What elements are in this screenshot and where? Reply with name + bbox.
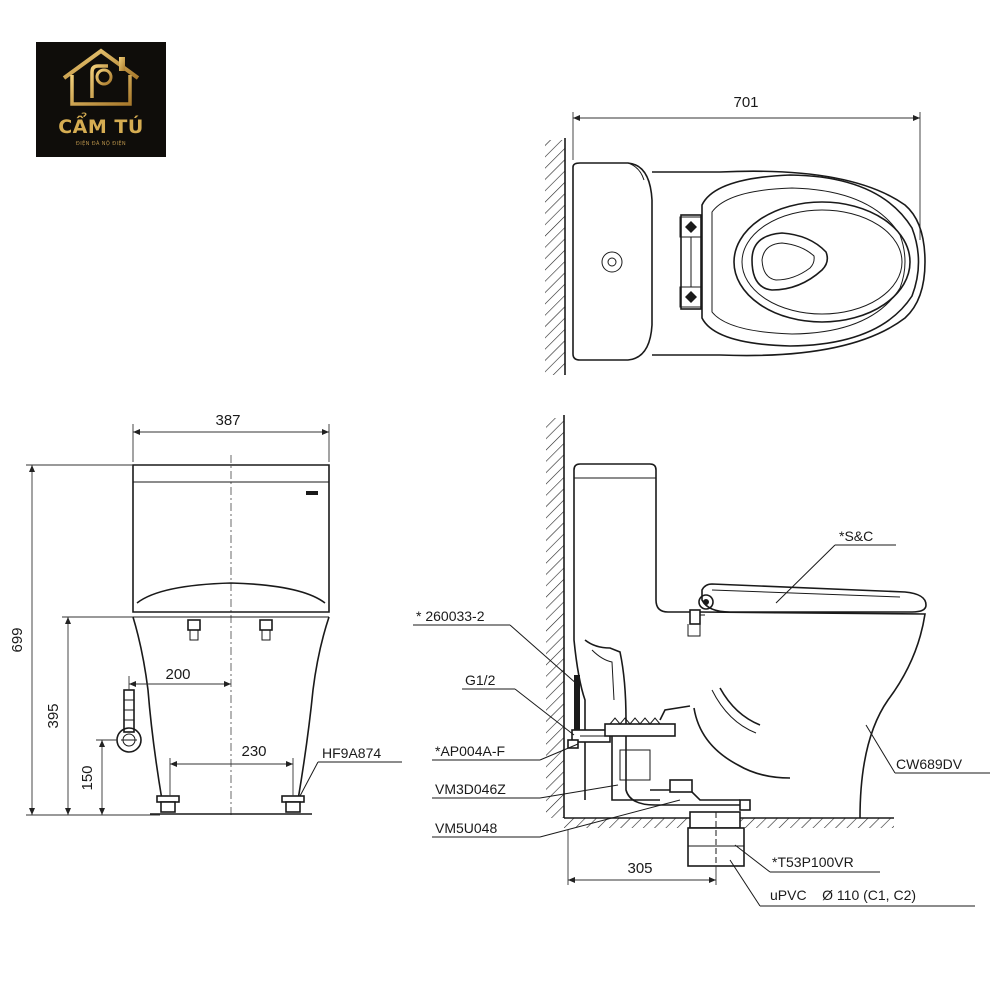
bolt-kit-callout: HF9A874: [299, 745, 402, 797]
rough-in-dimension: 305: [567, 830, 717, 885]
flush-mechanism: [604, 705, 751, 811]
water-inlet-valve-icon: [116, 689, 142, 753]
tank-top: [572, 162, 653, 361]
top-width-dimension: 701: [572, 94, 921, 240]
logo: CẨM TÚ ĐIỆN ĐÀ NỘ ĐIỆN: [36, 42, 166, 157]
part-vm3-label: VM3D046Z: [435, 781, 506, 797]
angle-valve-callout: *AP004A-F: [432, 743, 579, 761]
part-vm5-callout: VM5U048: [432, 799, 681, 838]
bowl-callout: CW689DV: [865, 724, 990, 774]
inlet-offset-label: 200: [165, 666, 190, 683]
bowl-side: [699, 611, 926, 819]
hinge-side-icon: [687, 594, 714, 637]
valve-callout: * 260033-2: [413, 608, 579, 686]
flange-callout: *T53P100VR: [734, 844, 880, 873]
part-vm3-callout: VM3D046Z: [432, 781, 619, 799]
house-key-icon: [62, 48, 140, 106]
flush-button-icon: [601, 251, 623, 273]
floor-bolt-icon: [156, 795, 305, 813]
total-height-dimension: 699: [9, 464, 160, 816]
bowl-label: CW689DV: [896, 756, 963, 772]
pipe-label: uPVC Ø 110 (C1, C2): [770, 887, 916, 903]
bowl-top-outline: [652, 170, 926, 357]
drain-outlet: [751, 232, 829, 291]
wall-valve-icon: [567, 675, 611, 749]
thread-callout: G1/2: [462, 672, 575, 736]
rough-in-label: 305: [627, 860, 652, 877]
tank-front: [132, 470, 330, 613]
floor-inlet-label: 150: [79, 765, 96, 790]
seat-lid-side: [701, 583, 927, 613]
floor-inlet-dimension: 150: [79, 739, 117, 815]
inlet-height-label: 395: [45, 703, 62, 728]
hinge-icon: [679, 214, 703, 310]
bowl-front: [132, 616, 163, 801]
inlet-offset-dimension: 200: [128, 666, 231, 690]
bolt-spacing-label: 230: [241, 743, 266, 760]
part-vm5-label: VM5U048: [435, 820, 497, 836]
logo-tagline: ĐIỆN ĐÀ NỘ ĐIỆN: [75, 141, 127, 147]
side-view: 305 *S&C * 260033-2 G1/2 *AP004A-F VM3D0…: [413, 415, 990, 907]
seat-label: *S&C: [839, 528, 873, 544]
drain-pipe-icon: [687, 811, 745, 867]
seat-callout: *S&C: [775, 528, 896, 604]
flange-label: *T53P100VR: [772, 854, 854, 870]
front-width-label: 387: [215, 412, 240, 429]
front-view: 387: [9, 412, 402, 816]
tank-side: [573, 463, 700, 613]
top-width-label: 701: [733, 94, 758, 111]
total-height-label: 699: [9, 627, 26, 652]
bolt-kit-label: HF9A874: [322, 745, 381, 761]
bolt-spacing-dimension: 230: [169, 743, 294, 796]
logo-name: CẨM TÚ: [58, 116, 144, 138]
valve-label: * 260033-2: [416, 608, 485, 624]
inlet-height-dimension: 395: [45, 616, 133, 815]
supply-connector-icon: [187, 619, 273, 641]
front-width-dimension: 387: [132, 412, 330, 462]
pipe-callout: uPVC Ø 110 (C1, C2): [729, 859, 975, 907]
top-view: 701: [545, 94, 926, 375]
angle-valve-label: *AP004A-F: [435, 743, 505, 759]
thread-label: G1/2: [465, 672, 496, 688]
